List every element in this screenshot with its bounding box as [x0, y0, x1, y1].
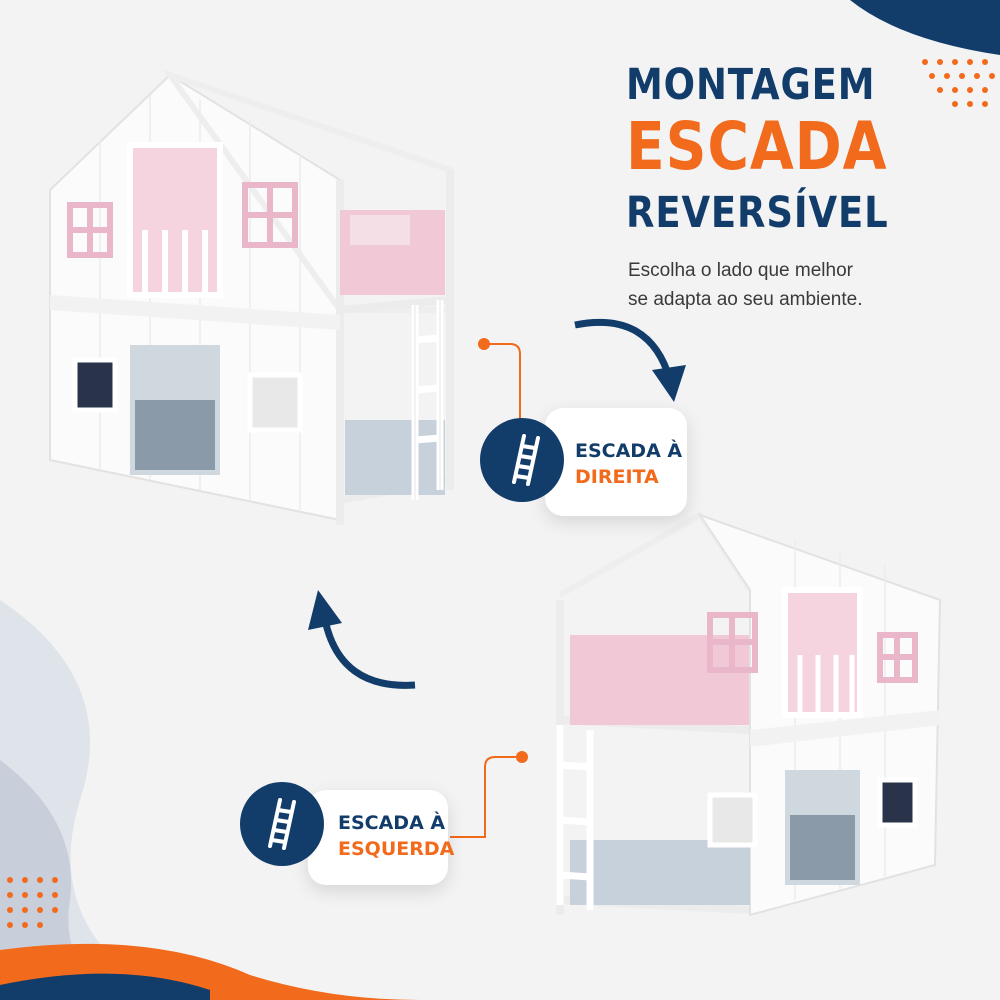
- connector-right: [478, 338, 521, 430]
- ladder-icon: [480, 418, 564, 502]
- option-left-line-1: ESCADA À: [338, 812, 446, 834]
- option-card-right: ESCADA À DIREITA: [545, 408, 687, 516]
- bunk-bed-ladder-right-image: [49, 69, 454, 525]
- ladder-icon: [240, 782, 324, 866]
- option-card-left: ESCADA À ESQUERDA: [308, 790, 454, 885]
- headline-montagem: MONTAGEM: [626, 60, 876, 110]
- headline-reversivel: REVERSÍVEL: [626, 188, 889, 238]
- subtitle-line-1: Escolha o lado que melhor: [628, 260, 853, 281]
- subtitle-line-2: se adapta ao seu ambiente.: [628, 289, 863, 310]
- connector-left: [450, 751, 528, 838]
- headline-escada: ESCADA: [626, 108, 888, 185]
- arrow-up-left-icon: [308, 590, 416, 689]
- arrow-down-right-icon: [574, 318, 686, 402]
- option-right-line-1: ESCADA À: [575, 440, 683, 462]
- option-left-line-2: ESQUERDA: [338, 838, 455, 860]
- subtitle: Escolha o lado que melhor se adapta ao s…: [628, 256, 863, 314]
- option-right-line-2: DIREITA: [575, 466, 659, 488]
- bunk-bed-ladder-left-image: [556, 511, 942, 917]
